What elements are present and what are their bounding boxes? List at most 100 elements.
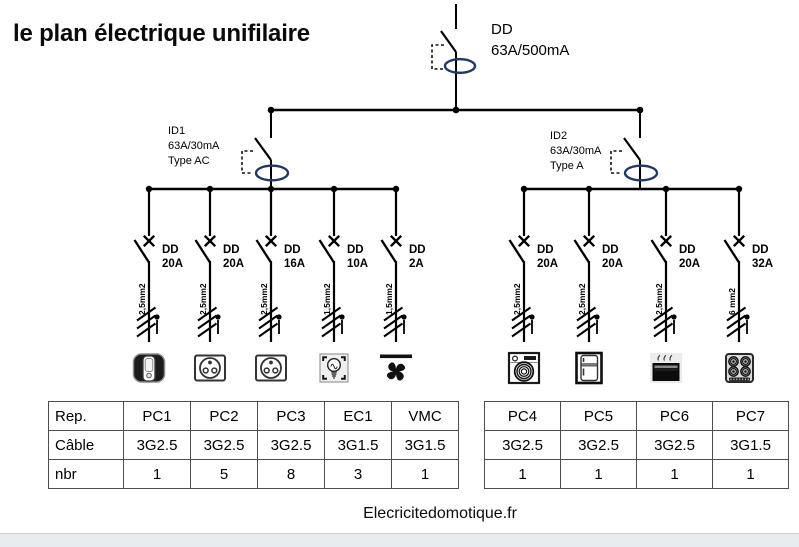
circuit-9: 6 mm2 DD 32A [723,184,773,383]
table-header-cell: PC1 [123,401,191,431]
table-cell: 3G2.5 [257,430,325,460]
cooktop-icon [725,353,754,383]
circuit-5: 1,5mm2 DD 2A [380,184,426,381]
rcd-id1: ID1 63A/30mA Type AC [168,110,290,189]
rcd-id1-type-label: Type AC [168,155,210,167]
table-row: 1 1 1 1 [484,459,789,489]
rcd-linkage-dashed [241,150,253,174]
rcd-id2: ID2 63A/30mA Type A [550,110,659,189]
table-header-cell: PC6 [636,401,713,431]
breaker-device-label: DD [602,244,619,256]
rcd-linkage-dashed [610,150,622,174]
table-cell: nbr [48,459,124,489]
circuit-7: 2,5mm2 DD 20A [573,184,623,385]
breaker-blade [440,30,457,53]
breaker-rating-label: 2A [409,258,424,270]
light-bulb-icon [319,353,349,383]
page-title: le plan électrique unifilaire [13,20,310,47]
cable-size-label: 2,5mm2 [137,283,147,315]
breaker-rating-label: 20A [602,258,623,270]
table-cell: 3G1.5 [712,430,789,460]
breaker-device-label: DD [409,244,426,256]
table-cell: 3G2.5 [123,430,191,460]
top-bus [267,106,644,114]
breaker-blade [623,137,641,161]
cable-size-label: 1,5mm2 [384,283,394,315]
table-row: 3G2.5 3G2.5 3G2.5 3G1.5 [484,430,789,460]
table-header-cell: Rep. [48,401,124,431]
breaker-device-label: DD [679,244,696,256]
bottom-strip [0,533,799,547]
cable-size-label: 6 mm2 [727,288,737,315]
circuit-6: 2,5mm2 DD 20A [507,184,558,385]
footer-site-name: Elecricitedomotique.fr [363,505,517,522]
breaker-device-label: DD [347,244,364,256]
socket-outlet-icon [194,354,226,382]
main-breaker-rating-label: 63A/500mA [491,42,569,59]
breaker-rating-label: 20A [679,258,700,270]
table-row: Rep. PC1 PC2 PC3 EC1 VMC [48,401,459,431]
cable-size-label: 2,5mm2 [654,283,664,315]
table-cell: 1 [712,459,789,489]
rcd-id1-rating-label: 63A/30mA [168,140,220,152]
rcd-linkage-dashed [431,44,444,70]
table-cell: 1 [560,459,637,489]
breaker-device-label: DD [284,244,301,256]
table-cell: 1 [391,459,459,489]
right-circuit-table: PC4 PC5 PC6 PC7 3G2.5 3G2.5 3G2.5 3G1.5 … [484,401,789,489]
rcd-toroid-icon [623,164,659,182]
circuit-4: 1,5mm2 DD 10A [318,184,368,383]
table-row: Câble 3G2.5 3G2.5 3G2.5 3G1.5 3G1.5 [48,430,459,460]
breaker-blade [254,137,272,161]
cable-size-label: 1,5mm2 [322,283,332,315]
table-cell: 1 [636,459,713,489]
table-cell: 8 [257,459,325,489]
table-cell: 3G1.5 [391,430,459,460]
table-header-cell: PC7 [712,401,789,431]
table-header-cell: PC4 [484,401,561,431]
main-breaker-device-label: DD [491,21,513,38]
table-header-cell: PC2 [190,401,258,431]
left-circuit-table: Rep. PC1 PC2 PC3 EC1 VMC Câble 3G2.5 3G2… [48,401,459,489]
table-row: PC4 PC5 PC6 PC7 [484,401,789,431]
table-cell: 3G2.5 [636,430,713,460]
breaker-device-label: DD [752,244,769,256]
rcd-id1-name-label: ID1 [168,125,185,137]
table-header-cell: PC5 [560,401,637,431]
cable-size-label: 2,5mm2 [198,283,208,315]
cable-size-label: 2,5mm2 [512,283,522,315]
breaker-rating-label: 20A [223,258,244,270]
circuit-1: 2,5mm2 DD 20A [132,184,183,383]
table-header-cell: PC3 [257,401,325,431]
breaker-rating-label: 16A [284,258,305,270]
table-header-cell: EC1 [324,401,392,431]
table-cell: 3G2.5 [560,430,637,460]
breaker-rating-label: 10A [347,258,368,270]
table-header-cell: VMC [391,401,459,431]
socket-outlet-icon [255,354,287,382]
fan-icon [380,354,412,381]
rcd-id2-name-label: ID2 [550,130,567,142]
cable-size-label: 2,5mm2 [259,283,269,315]
oven-icon [650,353,682,383]
breaker-rating-label: 32A [752,258,773,270]
rcd-id2-type-label: Type A [550,160,584,172]
table-cell: Câble [48,430,124,460]
breaker-device-label: DD [162,244,179,256]
table-cell: 3G1.5 [324,430,392,460]
table-cell: 1 [123,459,191,489]
rcd-toroid-icon [254,164,290,182]
table-cell: 3G2.5 [190,430,258,460]
breaker-rating-label: 20A [537,258,558,270]
circuit-3: 2,5mm2 DD 16A [255,184,305,382]
rcd-id2-rating-label: 63A/30mA [550,145,602,157]
socket-with-plug-icon [132,353,166,383]
fridge-icon [575,351,603,385]
table-row: nbr 1 5 8 3 1 [48,459,459,489]
table-cell: 3 [324,459,392,489]
table-cell: 1 [484,459,561,489]
washing-machine-icon [507,351,541,385]
main-breaker: DD 63A/500mA [431,4,569,110]
cable-size-label: 2,5mm2 [577,283,587,315]
breaker-device-label: DD [223,244,240,256]
